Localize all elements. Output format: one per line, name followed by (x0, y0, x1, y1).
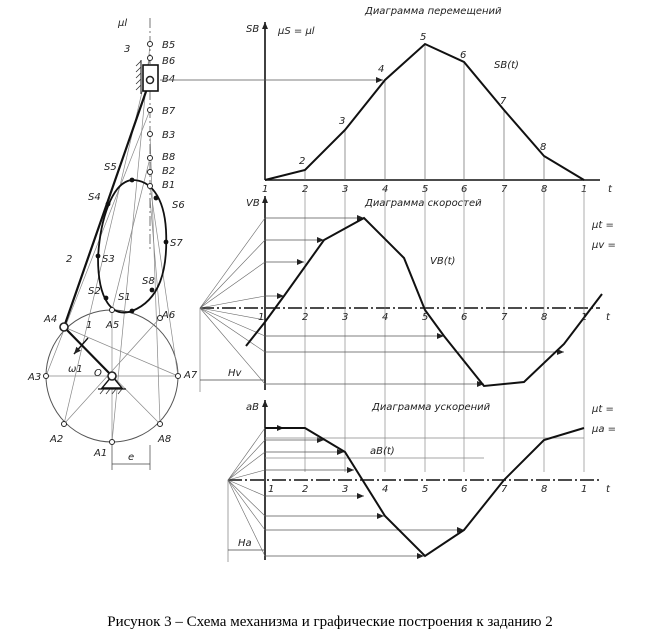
point-B5: B5 (162, 40, 175, 51)
acceleration-diagram: Диаграмма ускорений aB μt = μa = t (227, 400, 616, 562)
kinematic-diagrams-figure: e (27, 6, 616, 562)
svg-text:4: 4 (382, 312, 388, 323)
acceleration-ylabel: aB (246, 402, 259, 413)
point-S4: S4 (88, 192, 101, 203)
point-A2: A2 (49, 434, 63, 445)
velocity-ticks: 1 2 3 4 5 6 7 8 1 (258, 312, 587, 323)
svg-text:7: 7 (501, 484, 508, 495)
svg-text:5: 5 (422, 312, 428, 323)
velocity-scale-1: μt = (591, 220, 614, 231)
velocity-curve-label: VB(t) (430, 256, 455, 267)
svg-text:2: 2 (302, 484, 308, 495)
svg-text:8: 8 (541, 484, 547, 495)
displacement-ylabel: SB (246, 24, 259, 35)
acceleration-scale-2: μa = (591, 424, 616, 435)
acceleration-title: Диаграмма ускорений (371, 402, 491, 413)
displacement-curve (264, 42, 585, 181)
displacement-curve-label: SB(t) (494, 60, 519, 71)
point-B3: B3 (162, 130, 175, 141)
svg-text:1: 1 (581, 312, 587, 323)
acceleration-xlabel: t (606, 484, 611, 495)
disp-pt-7: 7 (500, 96, 507, 107)
point-B2: B2 (162, 166, 175, 177)
svg-text:5: 5 (422, 484, 428, 495)
svg-text:8: 8 (541, 312, 547, 323)
point-A6: A6 (161, 310, 175, 321)
displacement-diagram: Диаграмма перемещений SB μS = μl t SB(t)… (160, 6, 613, 195)
point-B4: B4 (162, 74, 175, 85)
mechanism-scale-label: μl (117, 18, 127, 29)
velocity-ylabel: VB (246, 198, 260, 209)
acceleration-curve-label: aB(t) (370, 446, 395, 457)
figure-caption: Рисунок 3 – Схема механизма и графически… (107, 614, 553, 630)
disp-pt-8: 8 (540, 142, 546, 153)
velocity-pole-distance: Hv (228, 368, 243, 379)
svg-text:1: 1 (258, 312, 264, 323)
point-S6: S6 (172, 200, 185, 211)
point-A5: A5 (105, 320, 119, 331)
point-S1: S1 (118, 292, 131, 303)
displacement-ticks: 1 2 3 4 5 6 7 8 1 (262, 184, 587, 195)
point-A7: A7 (183, 370, 198, 381)
point-A8: A8 (157, 434, 171, 445)
displacement-title: Диаграмма перемещений (364, 6, 502, 17)
ground-support (100, 374, 124, 389)
svg-text:1: 1 (262, 184, 268, 195)
point-A3: A3 (27, 372, 41, 383)
point-S3: S3 (102, 254, 115, 265)
coupler-points (95, 177, 169, 314)
mechanism-scheme: e (27, 18, 198, 470)
link-1-label: 1 (86, 320, 92, 331)
velocity-diagram: Диаграмма скоростей VB μt = μv = t (199, 186, 616, 472)
disp-pt-5: 5 (420, 32, 426, 43)
link-2-label: 2 (66, 254, 72, 265)
disp-pt-6: 6 (460, 50, 466, 61)
displacement-scale: μS = μl (277, 26, 315, 37)
svg-text:4: 4 (382, 484, 388, 495)
svg-text:6: 6 (461, 484, 467, 495)
disp-pt-4: 4 (378, 64, 384, 75)
point-B8: B8 (162, 152, 175, 163)
svg-text:1: 1 (581, 484, 587, 495)
point-A4: A4 (43, 314, 57, 325)
omega-label: ω1 (68, 364, 83, 375)
svg-text:7: 7 (501, 312, 508, 323)
svg-text:3: 3 (342, 312, 348, 323)
point-S8: S8 (142, 276, 155, 287)
point-B1: B1 (162, 180, 175, 191)
svg-text:3: 3 (342, 484, 348, 495)
displacement-xlabel: t (608, 184, 613, 195)
disp-pt-3: 3 (339, 116, 345, 127)
velocity-scale-2: μv = (591, 240, 616, 251)
point-B7: B7 (162, 106, 176, 117)
point-S7: S7 (170, 238, 183, 249)
velocity-xlabel: t (606, 312, 611, 323)
offset-label: e (128, 452, 134, 463)
point-S5: S5 (104, 162, 117, 173)
mechanism-points (43, 41, 181, 445)
acceleration-curve (265, 427, 585, 558)
omega-arrow (73, 337, 89, 355)
svg-text:7: 7 (501, 184, 508, 195)
origin-label: O (94, 368, 102, 379)
crank-link (63, 326, 113, 377)
svg-text:6: 6 (461, 312, 467, 323)
velocity-curve (245, 216, 603, 388)
velocity-title: Диаграмма скоростей (364, 198, 482, 209)
acceleration-pole-distance: Ha (238, 538, 252, 549)
link-3-label: 3 (124, 44, 130, 55)
svg-text:2: 2 (302, 312, 308, 323)
point-B6: B6 (162, 56, 175, 67)
point-A1: A1 (93, 448, 107, 459)
acceleration-scale-1: μt = (591, 404, 614, 415)
point-S2: S2 (88, 286, 101, 297)
svg-text:1: 1 (268, 484, 274, 495)
disp-pt-2: 2 (299, 156, 305, 167)
acceleration-ticks: 1 2 3 4 5 6 7 8 1 (268, 484, 587, 495)
